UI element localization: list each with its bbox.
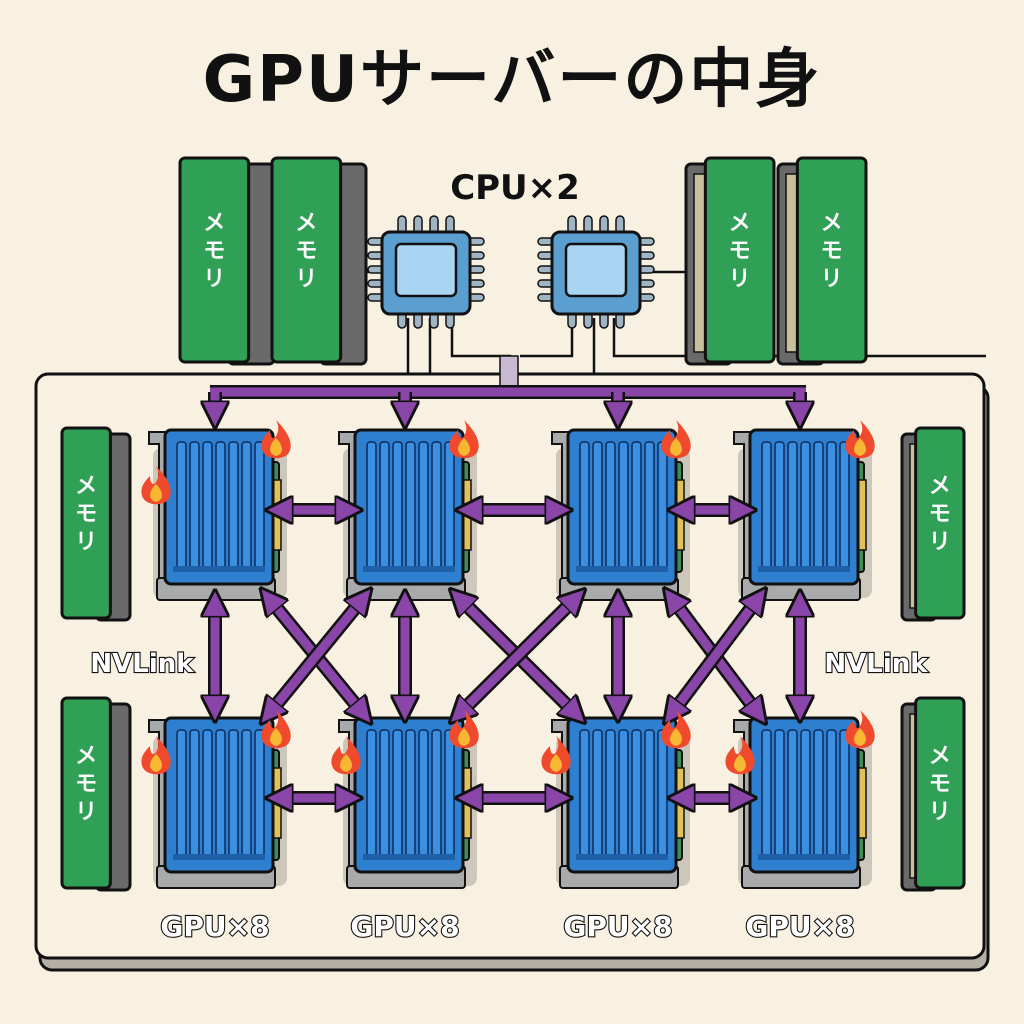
nvlink-label-left: NVLink <box>90 649 194 679</box>
fire-icon-10 <box>541 736 571 775</box>
nvlink-cross-1b <box>670 596 760 716</box>
gpu-card-7 <box>551 716 690 889</box>
nvlink-cross-0b <box>267 596 365 716</box>
gpu-card-5 <box>148 716 287 889</box>
memory-module-right-1: メモリ <box>900 426 966 622</box>
memory-label: メモリ <box>729 211 751 292</box>
fire-icon-3 <box>449 420 479 459</box>
gpu-card-2 <box>338 428 477 601</box>
memory-module-right-2: メモリ <box>900 696 966 892</box>
gpu-count-label: GPU×8 <box>160 910 269 943</box>
memory-module-top-2: メモリ <box>270 156 368 366</box>
memory-module-left-2: メモリ <box>60 696 132 892</box>
memory-module-top-4: メモリ <box>776 156 868 366</box>
cpu-chip-1 <box>367 215 485 329</box>
wire <box>520 318 574 358</box>
cpu-chips <box>367 215 655 329</box>
memory-module-left-1: メモリ <box>60 426 132 622</box>
fire-icon-8 <box>331 736 361 775</box>
gpu-count-label: GPU×8 <box>563 910 672 943</box>
diagram-title: GPUサーバーの中身 <box>202 43 822 117</box>
nvlink-label-right: NVLink <box>824 649 928 679</box>
cpu-label: CPU×2 <box>450 168 580 208</box>
gpu-count-label: GPU×8 <box>745 910 854 943</box>
memory-label: メモリ <box>203 211 225 292</box>
gpu-card-8 <box>733 716 872 889</box>
fire-icon-6 <box>261 710 291 749</box>
fire-icon-5 <box>845 420 875 459</box>
fire-icon-2 <box>141 466 171 505</box>
nvlink-cross-mid-b <box>457 596 578 716</box>
gpu-count-label: GPU×8 <box>350 910 459 943</box>
fire-icon-7 <box>141 736 171 775</box>
fire-icon-9 <box>449 710 479 749</box>
fire-icon-13 <box>845 710 875 749</box>
memory-label: メモリ <box>929 744 951 825</box>
fire-icon-4 <box>661 420 691 459</box>
labels: GPU×8 GPU×8 GPU×8 GPU×8 NVLink NVLink <box>89 648 929 944</box>
memory-module-top-3: メモリ <box>684 156 776 366</box>
memory-label: メモリ <box>295 211 317 292</box>
memory-module-top-1: メモリ <box>178 156 276 366</box>
gpu-card-1 <box>148 428 287 601</box>
memory-label: メモリ <box>75 474 97 555</box>
memory-label: メモリ <box>929 474 951 555</box>
cpu-chip-2 <box>537 215 655 329</box>
fire-icon-1 <box>261 420 291 459</box>
gpu-cards <box>148 428 872 889</box>
gpu-card-4 <box>733 428 872 601</box>
fire-icon-12 <box>725 736 755 775</box>
heat-icons <box>141 420 875 775</box>
memory-label: メモリ <box>75 744 97 825</box>
nvlink-links <box>210 385 806 798</box>
gpu-card-6 <box>338 716 477 889</box>
memory-label: メモリ <box>821 211 843 292</box>
fire-icon-11 <box>661 710 691 749</box>
